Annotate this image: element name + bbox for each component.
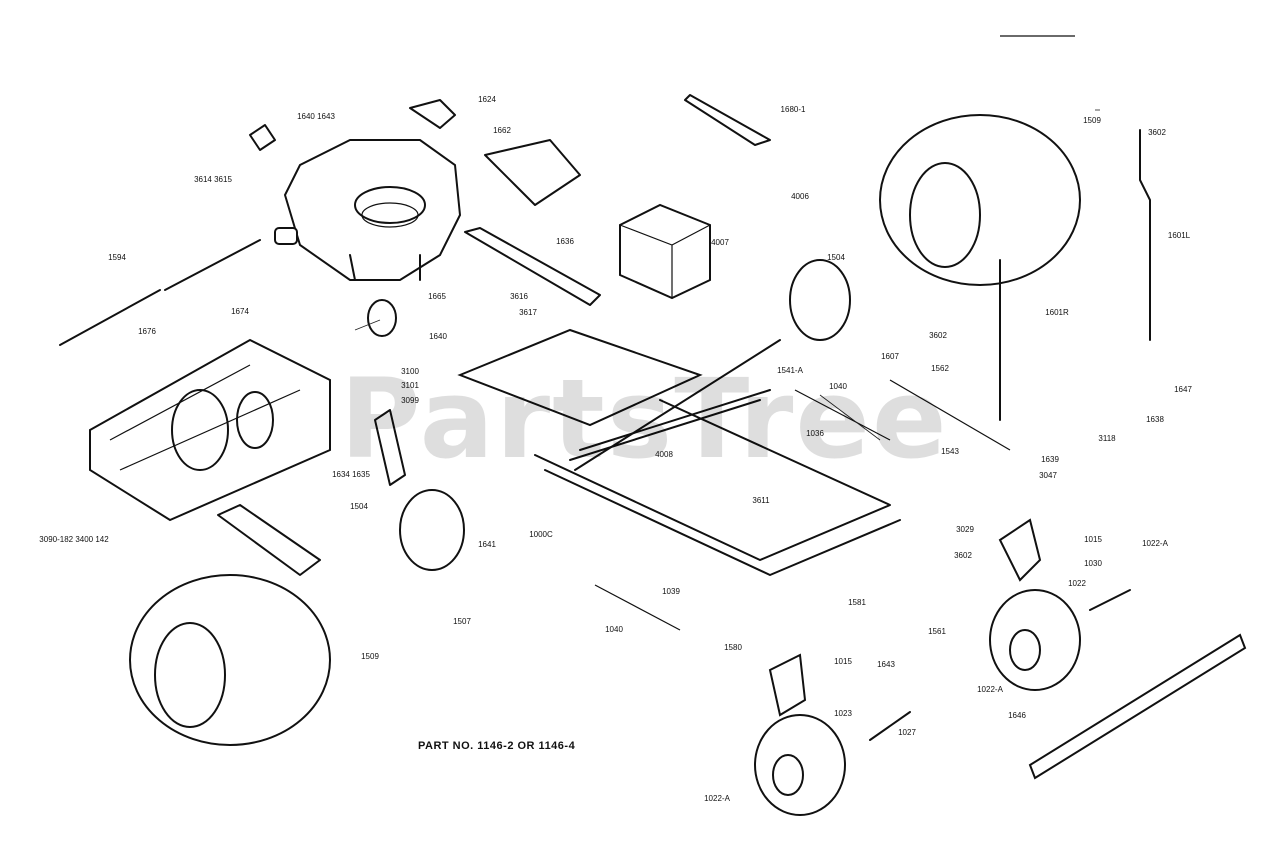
belt-1634 — [374, 409, 406, 486]
label-1509-left: 1509 — [361, 652, 379, 661]
label-1015-left: 1015 — [834, 657, 852, 666]
label-3602-top: 3602 — [1148, 128, 1166, 137]
label-1634-1635: 1634 1635 — [332, 470, 370, 479]
label-1562: 1562 — [931, 364, 949, 373]
label-3090-3400: 3090-182 3400 142 — [39, 535, 109, 544]
rod-1040-a — [794, 389, 891, 441]
label-3602-low: 3602 — [954, 551, 972, 560]
label-1509-top: 1509 — [1083, 116, 1101, 125]
label-1561: 1561 — [928, 627, 946, 636]
label-1015-right: 1015 — [1084, 535, 1102, 544]
part-1640 — [249, 124, 276, 151]
label-1665: 1665 — [428, 292, 446, 301]
label-4008: 4008 — [655, 450, 673, 459]
label-1607-right: 1607 — [881, 352, 899, 361]
label-1640-1643: 1640 1643 — [297, 112, 335, 121]
label-1036: 1036 — [806, 429, 824, 438]
label-3029: 3029 — [956, 525, 974, 534]
label-1601R: 1601R — [1045, 308, 1069, 317]
label-4007: 4007 — [711, 238, 729, 247]
label-1022-right: 1022 — [1068, 579, 1086, 588]
label-3614-3615: 3614 3615 — [194, 175, 232, 184]
label-1504-right: 1504 — [827, 253, 845, 262]
label-1022-A-mid: 1022-A — [977, 685, 1003, 694]
label-1030: 1030 — [1084, 559, 1102, 568]
label-1662: 1662 — [493, 126, 511, 135]
label-1541-A: 1541-A — [777, 366, 803, 375]
label-1507: 1507 — [453, 617, 471, 626]
label-1641: 1641 — [478, 540, 496, 549]
spindle-1015-right — [998, 518, 1042, 582]
label-3611: 3611 — [752, 496, 770, 505]
part-number-caption: PART NO. 1146-2 OR 1146-4 — [418, 740, 576, 752]
label-1022-A-top: 1022-A — [1142, 539, 1168, 548]
shaft-1594-b — [164, 239, 261, 291]
main-frame — [457, 328, 901, 576]
wheel-1022-right — [989, 589, 1081, 691]
engine — [274, 139, 462, 281]
label-1601L: 1601L — [1167, 231, 1191, 240]
pulley-1665 — [367, 299, 397, 337]
lever-1601L — [1139, 129, 1151, 341]
belt-1636 — [464, 227, 601, 306]
label-3118: 3118 — [1098, 434, 1116, 443]
label-1638: 1638 — [1146, 415, 1164, 424]
label-1040-b: 1040 — [605, 625, 623, 634]
spindle-1015-left — [768, 653, 807, 717]
label-4006: 4006 — [791, 192, 809, 201]
rod-1562 — [889, 379, 1011, 451]
rod-1040-b — [594, 584, 681, 631]
label-3099: 3099 — [401, 396, 419, 405]
tire-1509-right — [879, 114, 1081, 286]
label-1594: 1594 — [108, 253, 126, 262]
label-1640-b: 1640 — [429, 332, 447, 341]
label-3047: 3047 — [1039, 471, 1057, 480]
label-1674: 1674 — [231, 307, 249, 316]
label-1040-a: 1040 — [829, 382, 847, 391]
battery-4007 — [619, 203, 711, 300]
label-3101: 3101 — [401, 381, 419, 390]
axle-1030 — [1089, 589, 1131, 611]
label-3100: 3100 — [401, 367, 419, 376]
label-3616: 3616 — [510, 292, 528, 301]
shaft-1594-a — [59, 289, 161, 346]
label-1639: 1639 — [1041, 455, 1059, 464]
part-1624 — [409, 99, 456, 129]
brake-disc-left — [399, 489, 465, 571]
label-1023: 1023 — [834, 709, 852, 718]
label-1580: 1580 — [724, 643, 742, 652]
label-1636: 1636 — [556, 237, 574, 246]
tire-1509-left — [129, 574, 331, 746]
label-1039: 1039 — [662, 587, 680, 596]
label-3617: 3617 — [519, 308, 537, 317]
label-1504-left: 1504 — [350, 502, 368, 511]
label-1000C: 1000C — [529, 530, 553, 539]
bar-1646 — [1028, 633, 1247, 780]
label-1647: 1647 — [1174, 385, 1192, 394]
brake-disc-right — [789, 259, 851, 341]
label-1643: 1643 — [877, 660, 895, 669]
label-1680-1: 1680-1 — [780, 105, 806, 114]
label-1543: 1543 — [941, 447, 959, 456]
label-1027: 1027 — [898, 728, 916, 737]
label-1022-A-bottom: 1022-A — [704, 794, 730, 803]
part-1662 — [484, 139, 581, 206]
belt-lower — [217, 504, 321, 576]
axle-1027 — [869, 711, 911, 741]
label-1581: 1581 — [848, 598, 866, 607]
label-1646: 1646 — [1008, 711, 1026, 720]
transmission — [89, 338, 331, 522]
part-1680-1 — [684, 94, 771, 146]
wheel-1023-left — [754, 714, 846, 816]
label-1624: 1624 — [478, 95, 496, 104]
label-1676: 1676 — [138, 327, 156, 336]
label-3602-mid: 3602 — [929, 331, 947, 340]
